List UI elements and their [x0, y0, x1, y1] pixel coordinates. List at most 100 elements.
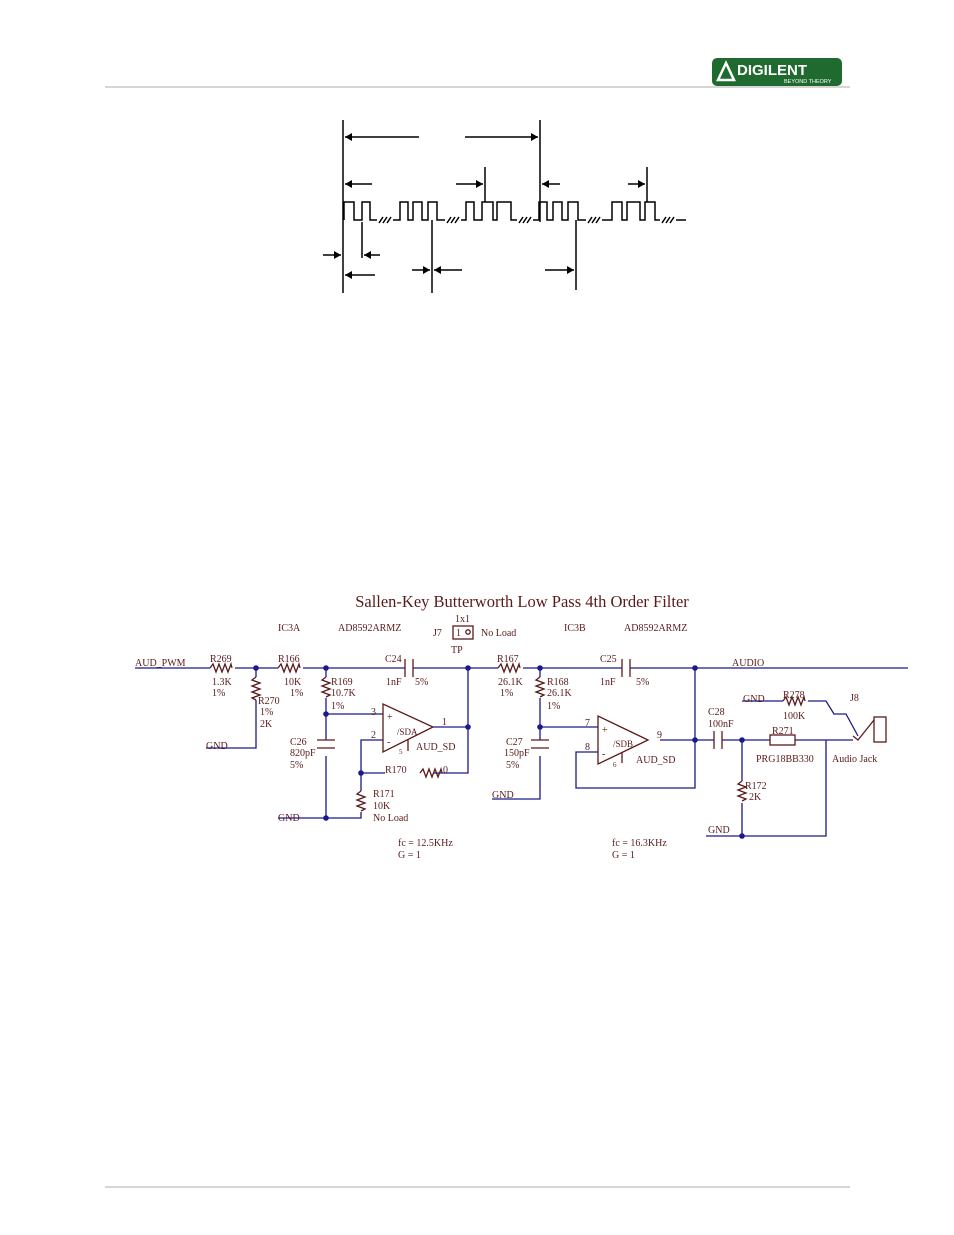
- gnd-label-5: GND: [708, 825, 730, 836]
- ic3b-part: AD8592ARMZ: [624, 623, 687, 634]
- j8-ref: J8: [850, 693, 859, 704]
- j8-contact-symbol: [852, 719, 875, 741]
- schematic-wires: [135, 667, 908, 837]
- gnd-label-4: GND: [743, 694, 765, 705]
- j7-pin-icon: [465, 629, 471, 635]
- net-input-label: AUD_PWM: [135, 658, 186, 669]
- r167-tol: 1%: [500, 688, 513, 699]
- c26-capacitor-symbol: [317, 739, 335, 749]
- j7-type: 1x1: [455, 614, 470, 625]
- ic3b-ref: IC3B: [564, 623, 586, 634]
- ic3a-pin-minus: 2: [371, 730, 376, 741]
- ic3a-pin-plus: 3: [371, 707, 376, 718]
- ic3a-pin-sd: AUD_SD: [416, 742, 455, 753]
- r270-ref: R270: [258, 696, 280, 707]
- r169-resistor-symbol: [320, 676, 332, 698]
- r169-tol: 1%: [331, 701, 344, 712]
- timing-waveform: [343, 201, 686, 224]
- r270-value: 2K: [260, 719, 273, 730]
- r171-ref: R171: [373, 789, 395, 800]
- c24-tol: 5%: [415, 677, 428, 688]
- ic3b-pin-plus: 7: [585, 718, 590, 729]
- j7-pin-number: 1: [456, 628, 461, 639]
- r269-tol: 1%: [212, 688, 225, 699]
- c27-value: 150pF: [504, 748, 530, 759]
- r269-resistor-symbol: [209, 661, 233, 674]
- c27-tol: 5%: [506, 760, 519, 771]
- ic3a-pin-out: 1: [442, 717, 447, 728]
- r171-value: 10K: [373, 801, 391, 812]
- c28-capacitor-symbol: [713, 731, 723, 749]
- shutdown-pins: [407, 740, 623, 763]
- schematic-junctions: [253, 665, 745, 839]
- footer-rule: [105, 1186, 850, 1188]
- timing-arrowheads: [334, 133, 645, 279]
- r167-resistor-symbol: [497, 661, 521, 674]
- ic3b-plus-sign: +: [602, 725, 608, 736]
- ic3b-pin-minus: 8: [585, 742, 590, 753]
- gnd-label-2: GND: [278, 813, 300, 824]
- j7-label: TP: [451, 645, 463, 656]
- c26-ref: C26: [290, 737, 307, 748]
- c24-value: 1nF: [386, 677, 402, 688]
- r271-resistor-symbol: [769, 734, 796, 746]
- c25-capacitor-symbol: [621, 659, 631, 677]
- c28-ref: C28: [708, 707, 725, 718]
- r271-ref: R271: [772, 726, 794, 737]
- c25-tol: 5%: [636, 677, 649, 688]
- stage2-fc: fc = 16.3KHz: [612, 838, 667, 849]
- r278-ref: R278: [783, 690, 805, 701]
- c24-capacitor-symbol: [404, 659, 414, 677]
- r271-value: PRG18BB330: [756, 754, 814, 765]
- r169-value: 10.7K: [331, 688, 357, 699]
- logo-brand: DIGILENT: [737, 62, 807, 79]
- digilent-logo: DIGILENT BEYOND THEORY: [712, 58, 842, 86]
- c26-tol: 5%: [290, 760, 303, 771]
- logo-triangle-icon: [716, 60, 736, 82]
- r166-value: 10K: [284, 677, 302, 688]
- r166-resistor-symbol: [277, 661, 301, 674]
- c26-value: 820pF: [290, 748, 316, 759]
- r278-value: 100K: [783, 711, 806, 722]
- j8-label: Audio Jack: [832, 754, 877, 765]
- r172-value: 2K: [749, 792, 762, 803]
- r168-resistor-symbol: [534, 676, 546, 698]
- ic3a-ref: IC3A: [278, 623, 301, 634]
- r168-tol: 1%: [547, 701, 560, 712]
- ic3b-name: /SDB: [613, 739, 633, 749]
- stage1-fc: fc = 12.5KHz: [398, 838, 453, 849]
- j7-header-symbol: [452, 625, 474, 640]
- ic3a-name: /SDA: [397, 727, 418, 737]
- r278-resistor-symbol: [782, 694, 806, 707]
- c27-capacitor-symbol: [531, 739, 549, 749]
- ic3a-plus-sign: +: [387, 712, 393, 723]
- j7-ref: J7: [433, 628, 442, 639]
- r167-ref: R167: [497, 654, 519, 665]
- logo-tagline: BEYOND THEORY: [784, 79, 832, 85]
- r169-ref: R169: [331, 677, 353, 688]
- ic3b-pin-sd: AUD_SD: [636, 755, 675, 766]
- ic3a-pin-sd-num: 5: [399, 748, 403, 756]
- r269-value: 1.3K: [212, 677, 233, 688]
- ic3b-minus-sign: -: [602, 749, 605, 760]
- ic3a-minus-sign: -: [387, 737, 390, 748]
- ic3a-part: AD8592ARMZ: [338, 623, 401, 634]
- logo-background: [712, 58, 842, 86]
- r270-tol: 1%: [260, 707, 273, 718]
- stage2-gain: G = 1: [612, 850, 635, 861]
- r168-ref: R168: [547, 677, 569, 688]
- stage1-gain: G = 1: [398, 850, 421, 861]
- r269-ref: R269: [210, 654, 232, 665]
- timing-markers: [323, 120, 648, 293]
- r170-ref: R170: [385, 765, 407, 776]
- r167-value: 26.1K: [498, 677, 524, 688]
- r171-resistor-symbol: [355, 790, 367, 812]
- ic3b-opamp-symbol: [597, 714, 650, 766]
- r171-note: No Load: [373, 813, 408, 824]
- r172-resistor-symbol: [736, 780, 748, 802]
- j7-note: No Load: [481, 628, 516, 639]
- timing-diagram: [323, 120, 686, 293]
- gnd-label-3: GND: [492, 790, 514, 801]
- j8-jack-symbol: [873, 716, 887, 743]
